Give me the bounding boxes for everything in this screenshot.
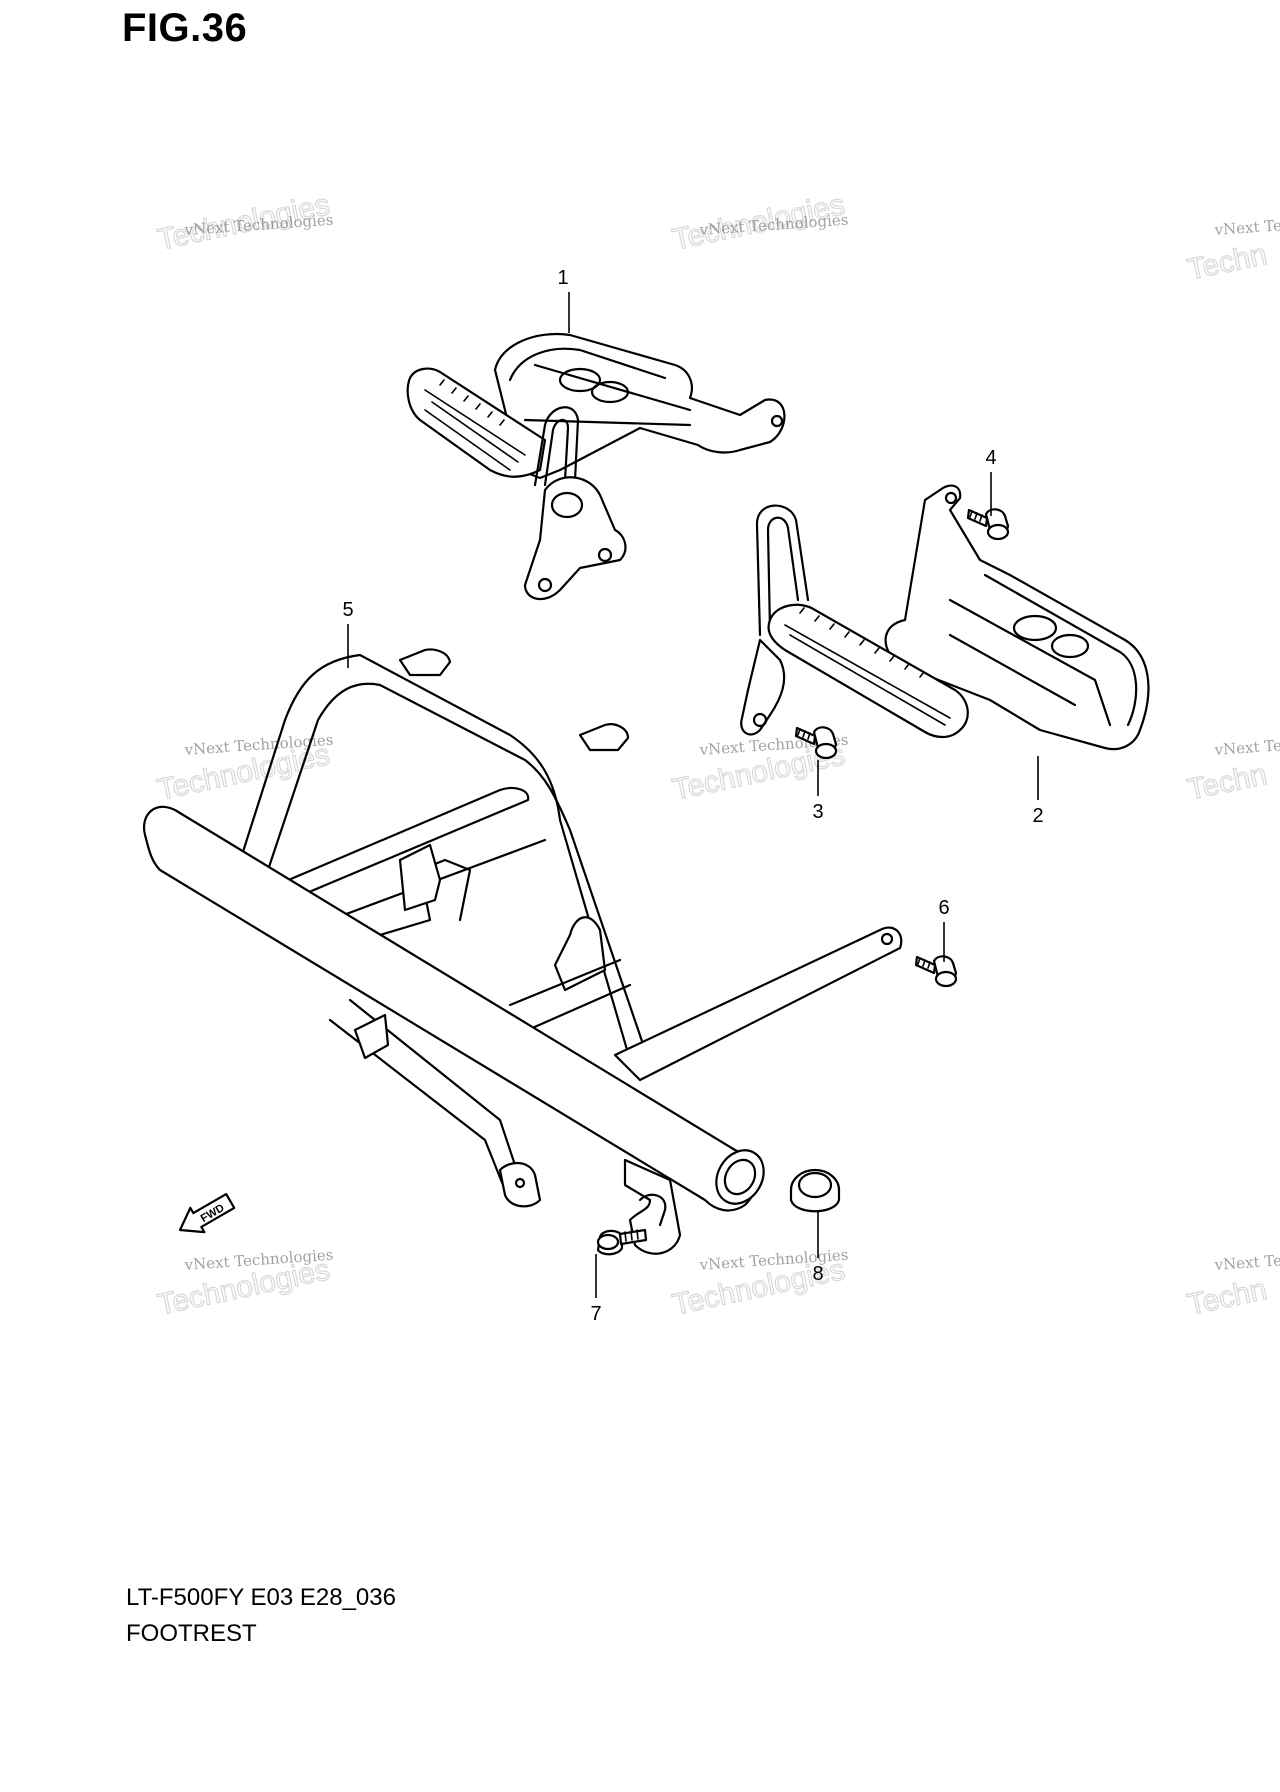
callout-4: 4	[985, 447, 997, 516]
figure-title: FIG.36	[122, 6, 248, 50]
part-6-bolt	[914, 955, 958, 988]
svg-text:2: 2	[1032, 805, 1043, 827]
callout-1: 1	[557, 267, 570, 333]
watermark-mid-right: Techn	[1184, 757, 1270, 807]
callout-2: 2	[1032, 756, 1044, 827]
svg-text:Techn: Techn	[1185, 1273, 1270, 1322]
callout-6: 6	[938, 897, 950, 962]
callout-7: 7	[590, 1254, 602, 1325]
part-4-bolt	[966, 508, 1010, 541]
callout-5: 5	[342, 599, 354, 668]
section-name: FOOTREST	[126, 1620, 257, 1647]
watermark-bottom-right-caption: vNext Te	[1213, 1251, 1280, 1274]
svg-text:Techn: Techn	[1185, 238, 1270, 287]
fwd-arrow-icon: FWD	[178, 1192, 236, 1234]
model-code: LT-F500FY E03 E28_036	[126, 1584, 396, 1611]
part-7-bolt	[596, 1228, 648, 1256]
part-2-right-footrest	[740, 484, 1150, 751]
part-1-left-footrest	[406, 332, 786, 601]
svg-text:7: 7	[590, 1303, 601, 1325]
svg-text:6: 6	[938, 897, 949, 919]
watermark-top-right-caption: vNext Te	[1213, 216, 1280, 239]
watermark-mid-right-caption: vNext Te	[1213, 736, 1280, 759]
callout-3: 3	[812, 760, 824, 823]
callout-8: 8	[812, 1212, 824, 1285]
svg-text:4: 4	[985, 447, 996, 469]
part-5-footrest-frame	[142, 648, 903, 1255]
svg-text:5: 5	[342, 599, 353, 621]
watermark-bottom-right: Techn	[1184, 1272, 1270, 1322]
part-3-bolt	[794, 726, 838, 760]
svg-text:Techn: Techn	[1185, 758, 1270, 807]
watermark-top-right: Techn	[1184, 237, 1270, 287]
svg-text:3: 3	[812, 801, 823, 823]
svg-text:1: 1	[557, 267, 568, 289]
svg-text:8: 8	[812, 1263, 823, 1285]
callout-group: 1 2 3 4 5 6 7 8	[342, 267, 1043, 1325]
part-8-plug-cap	[789, 1168, 841, 1213]
